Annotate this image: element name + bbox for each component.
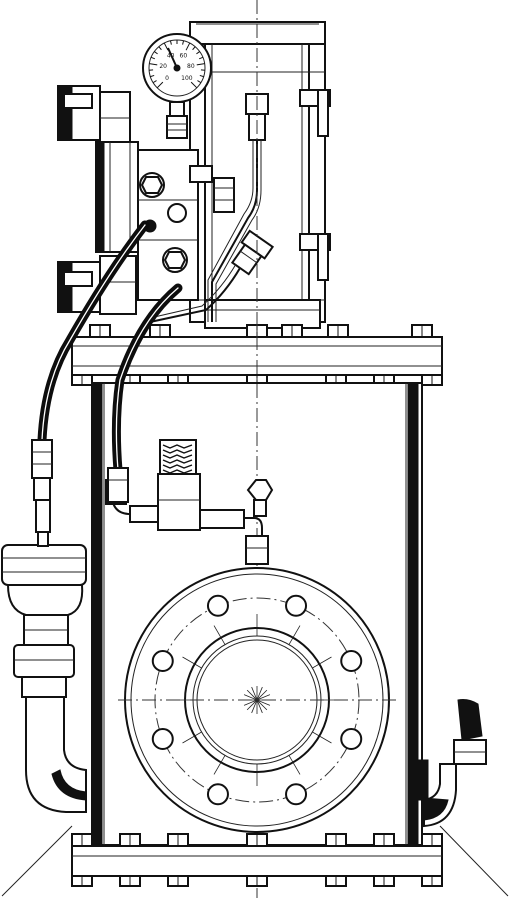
right-return-pipe bbox=[417, 699, 487, 828]
flange-bolt-hole bbox=[285, 783, 308, 806]
gauge-tick-label: 60 bbox=[180, 53, 188, 60]
gauge-tick-label: 100 bbox=[181, 75, 193, 82]
front-flange bbox=[118, 567, 396, 833]
relief-valve-assembly bbox=[105, 439, 274, 565]
left-inlet-pipe bbox=[1, 499, 87, 813]
flange-bolt-hole bbox=[340, 649, 363, 672]
flange-bolt-hole bbox=[285, 594, 308, 617]
gauge-tick-label: 80 bbox=[187, 63, 195, 70]
flange-bolt-hole bbox=[340, 728, 363, 751]
gauge-tick-label: 20 bbox=[159, 63, 167, 70]
hydraulic-hoses bbox=[31, 220, 183, 503]
flange-bolt-hole bbox=[151, 728, 174, 751]
flange-bolt-hole bbox=[151, 649, 174, 672]
flange-bolt-hole bbox=[206, 594, 229, 617]
flange-bolt-hole bbox=[206, 783, 229, 806]
gauge-tick-label: 0 bbox=[165, 75, 169, 82]
bottom-flange-plate bbox=[71, 833, 443, 887]
leader-line-right bbox=[439, 825, 509, 897]
leader-line-left bbox=[1, 825, 73, 897]
